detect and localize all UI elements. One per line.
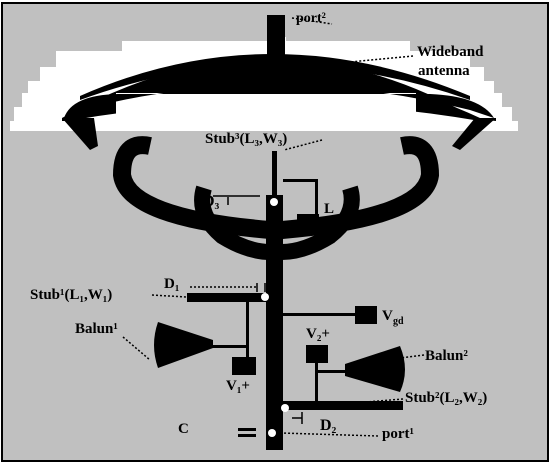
label-l: L [324,201,334,217]
label-c: C [178,421,189,437]
label-v1: V₁+ [226,378,250,394]
dome-white-strip [116,93,416,127]
left-inner-arm [194,185,271,260]
v2-bias-line [315,363,318,403]
v2-pad [306,345,328,363]
label-vgd: V [382,308,393,324]
label-port1: port¹ [382,426,414,442]
dome-body [64,85,494,118]
label-wideband: Wideband [417,44,484,60]
balun1-leader [122,336,151,361]
label-v3: V₃+ [323,218,347,234]
d1-node [261,293,269,301]
label-antenna: antenna [418,63,470,79]
label-d1: D₁ [164,276,179,292]
vgd-bias-line [283,313,357,316]
label-v2: V₂+ [306,326,330,342]
main-feed-line [266,195,283,450]
label-balun2: Balun² [425,348,468,364]
v1-pad [232,357,256,375]
l-bias-vertical [315,179,318,215]
d2-node [281,404,289,412]
label-d2: D₂ [320,417,337,434]
label-stub1: Stub¹(L₁,W₁) [30,287,112,303]
dome-left-tip [62,118,98,150]
stub3-leader [283,139,323,151]
label-balun1: Balun¹ [75,321,118,337]
balun2-leader [399,354,425,359]
stub1-line [187,293,266,302]
port1-node [268,429,276,437]
port2-leader [291,17,333,25]
label-d3: D₃ [203,193,220,210]
dome-cap [80,54,470,100]
label-stub2: Stub²(L₂,W₂) [405,390,487,406]
balun2-fan [345,346,405,392]
capacitor-plate-top [238,428,256,431]
right-inner-arm [281,185,360,260]
stub2-leader [291,398,404,409]
label-stub3: Stub³(L₃,W₃) [205,131,287,147]
stub1-leader [151,294,187,298]
v3-pad [297,214,319,232]
label-port2: port² [296,11,326,26]
v1-bias-line [246,302,249,358]
dome-right-tip [452,118,496,150]
l-bias-horizontal [283,179,317,182]
leader-lines [122,17,425,437]
capacitor-plate-bottom [238,434,256,437]
antenna-leader [349,55,414,63]
balun2-feed [318,370,346,373]
port1-leader [281,432,379,437]
stub3-line [272,151,277,201]
stub2-line [283,401,403,410]
vgd-pad [355,306,377,324]
label-vgd-sub: gd [393,316,404,327]
balun1-fan [154,322,213,368]
balun1-feed [210,345,246,348]
d3-node [270,198,278,206]
